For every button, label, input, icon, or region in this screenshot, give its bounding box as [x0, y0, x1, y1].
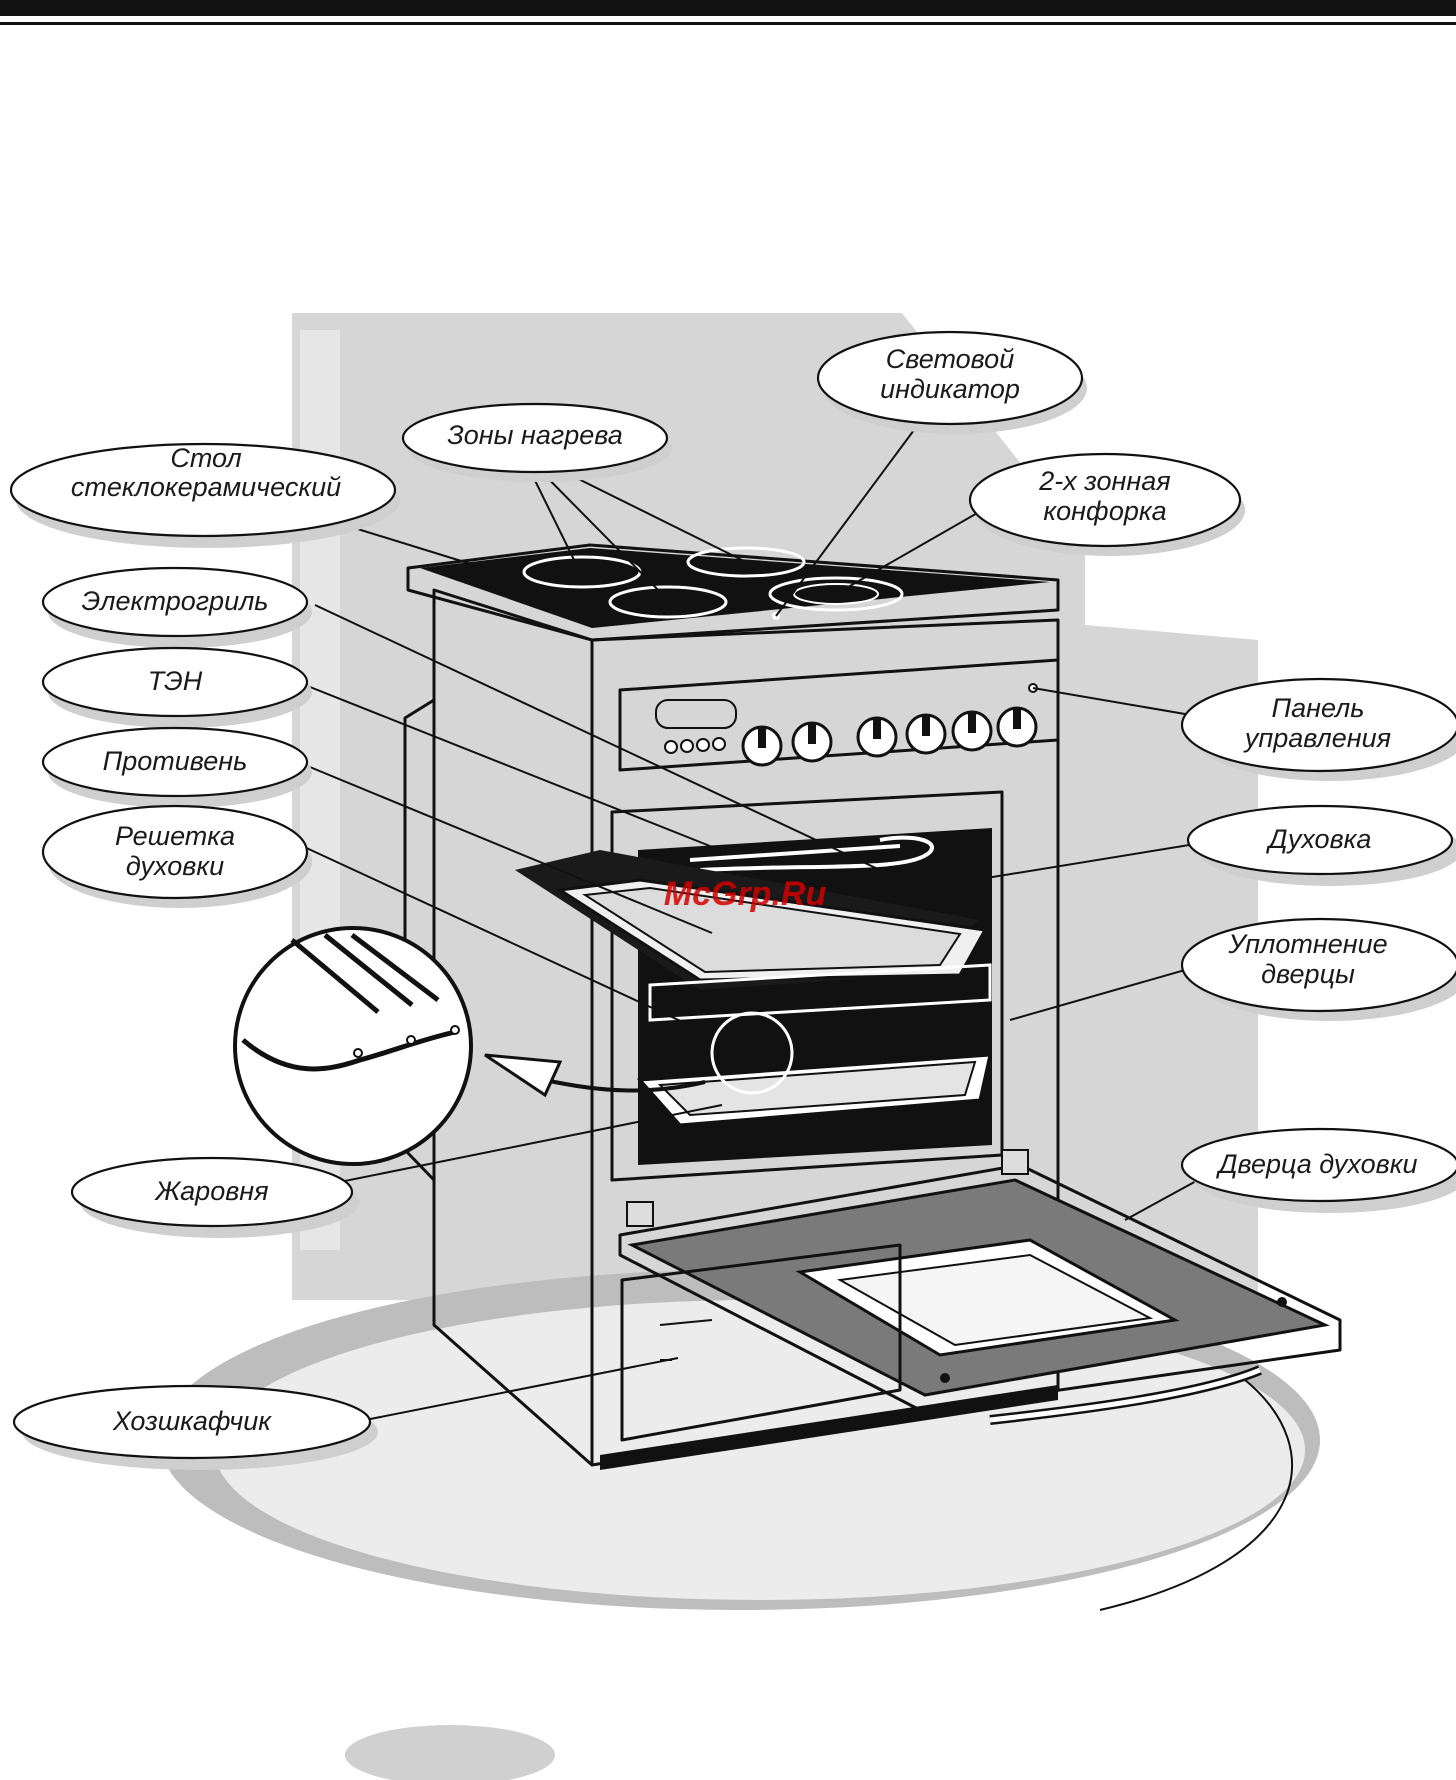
label-text: конфорка [1043, 496, 1166, 526]
stove-illustration [403, 543, 1342, 1470]
label-text: Решетка [115, 821, 235, 851]
label-text: Противень [103, 746, 248, 776]
magnifier-detail [233, 926, 473, 1166]
label-ten: ТЭН [41, 646, 312, 728]
label-protiven: Противень [41, 726, 312, 808]
label-dverca: Дверца духовки [1180, 1127, 1456, 1213]
label-text: Электрогриль [81, 586, 268, 616]
label-text: 2-х зонная [1038, 466, 1170, 496]
label-text: Дверца духовки [1216, 1149, 1418, 1179]
label-text: Уплотнение [1227, 929, 1387, 959]
label-svet: Световой индикатор [816, 330, 1087, 434]
leader-lines [279, 394, 1221, 1426]
curved-arrow-icon [484, 1053, 706, 1098]
label-reshetka: Решетка духовки [41, 804, 312, 908]
label-text: Световой [886, 344, 1014, 374]
label-text: индикатор [880, 374, 1020, 404]
label-text: стеклокерамический [71, 472, 341, 502]
label-duhovka: Духовка [1186, 804, 1456, 886]
label-text: управления [1243, 723, 1391, 753]
page-tab [345, 1725, 555, 1780]
label-stol: Стол стеклокерамический [9, 442, 400, 548]
label-text: ТЭН [148, 666, 203, 696]
label-grill: Электрогриль [41, 566, 312, 648]
label-uplot: Уплотнение дверцы [1180, 917, 1456, 1021]
label-zony: Зоны нагрева [401, 402, 672, 482]
label-text: Стол [170, 443, 241, 473]
label-text: дверцы [1261, 959, 1355, 989]
label-text: Панель [1272, 693, 1365, 723]
label-hoz: Хозшкафчик [12, 1384, 378, 1470]
label-text: Хозшкафчик [112, 1406, 272, 1436]
header-rule [0, 0, 1456, 25]
label-zharovnya: Жаровня [70, 1156, 360, 1238]
label-text: Духовка [1266, 824, 1372, 854]
label-text: Жаровня [153, 1176, 268, 1206]
watermark-text: McGrp.Ru [664, 875, 827, 913]
label-panel: Панель управления [1180, 677, 1456, 781]
label-text: Зоны нагрева [447, 420, 623, 450]
label-text: духовки [126, 851, 224, 881]
label-dvuh: 2-х зонная конфорка [968, 452, 1245, 556]
